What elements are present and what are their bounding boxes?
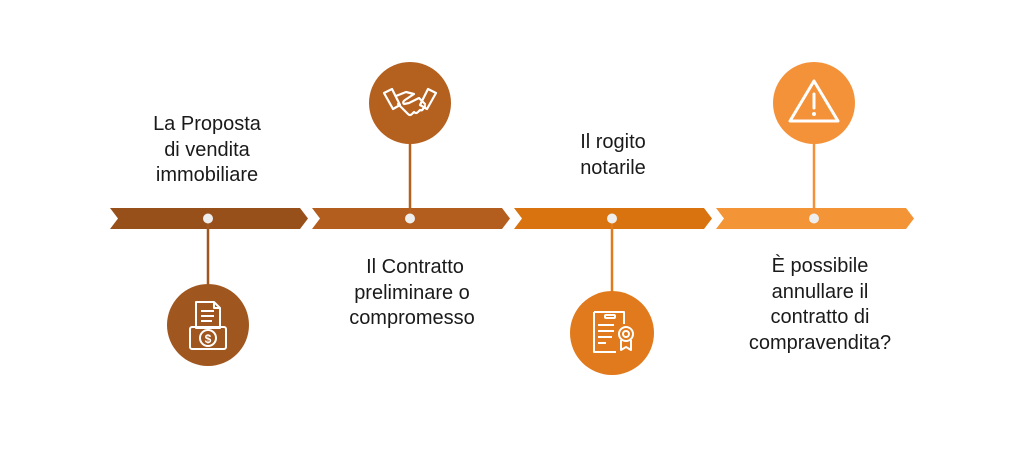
label-line: annullare il: [771, 280, 869, 303]
step-1-label: La Proposta di vendita immobiliare: [97, 112, 317, 189]
timeline-dot-3: [607, 213, 617, 224]
timeline-dot-4: [809, 213, 819, 224]
document-money-icon: $: [167, 284, 249, 366]
label-line: Il rogito: [580, 131, 646, 153]
certificate-icon: [570, 291, 654, 375]
step-4-label: È possibile annullare il contratto di co…: [710, 254, 930, 356]
label-line: preliminare o: [354, 281, 470, 304]
timeline-dot-2: [405, 213, 415, 224]
svg-text:$: $: [205, 332, 212, 346]
label-line: compravendita?: [748, 331, 892, 354]
step-3-label: Il rogito notarile: [503, 130, 723, 181]
step-2-label: Il Contratto preliminare o compromesso: [302, 255, 522, 332]
label-line: compromesso: [349, 307, 475, 329]
label-line: È possibile: [771, 255, 869, 277]
label-line: contratto di: [770, 306, 870, 328]
label-line: Il Contratto: [366, 256, 464, 278]
label-line: notarile: [580, 156, 646, 179]
label-line: immobiliare: [155, 164, 259, 186]
timeline-dot-1: [203, 213, 213, 224]
label-line: La Proposta: [153, 113, 261, 135]
warning-icon: [773, 62, 855, 144]
label-line: di vendita: [164, 138, 250, 161]
handshake-icon: [369, 62, 451, 144]
